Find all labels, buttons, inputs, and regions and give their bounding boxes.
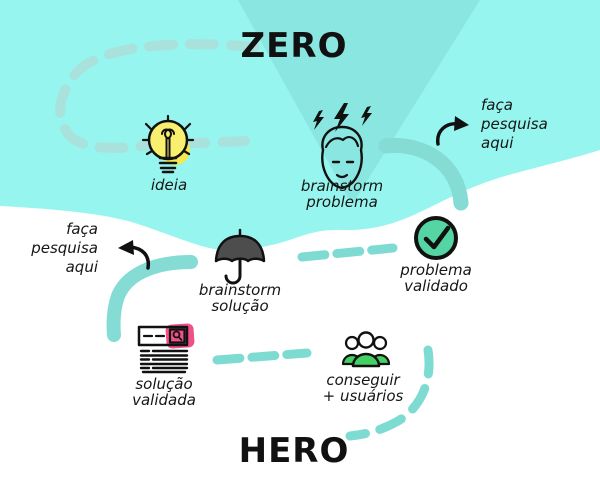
umbrella-icon bbox=[214, 228, 266, 285]
curved-arrow-up-left-icon bbox=[118, 240, 151, 270]
curved-arrow-up-right-icon bbox=[436, 116, 469, 146]
research-stroke-right bbox=[378, 138, 469, 211]
search-results-icon bbox=[137, 323, 195, 374]
dashed-loop-path bbox=[55, 39, 260, 153]
dashed-line-validated-to-solution bbox=[297, 243, 398, 262]
label-solution-validated: solução validada bbox=[132, 375, 196, 409]
dashed-line-solution-to-users bbox=[212, 348, 312, 365]
title-zero: ZERO bbox=[240, 26, 348, 66]
label-problem-validated: problema validado bbox=[400, 261, 472, 295]
label-research-top-right: faça pesquisa aqui bbox=[481, 96, 548, 152]
cyan-background-blob bbox=[0, 0, 600, 251]
check-circle-icon bbox=[414, 216, 458, 260]
lightbulb-icon bbox=[141, 114, 195, 174]
label-get-more-users: conseguir + usuários bbox=[322, 371, 404, 405]
users-group-icon bbox=[341, 331, 391, 368]
label-research-left: faça pesquisa aqui bbox=[31, 220, 98, 276]
label-idea: ideia bbox=[150, 176, 188, 194]
title-hero: HERO bbox=[238, 431, 350, 471]
dashed-curve-to-hero bbox=[345, 345, 434, 441]
label-brainstorm-solution: brainstorm solução bbox=[198, 281, 282, 315]
head-lightning-icon bbox=[313, 103, 372, 190]
research-stroke-left bbox=[106, 255, 198, 342]
funnel-shape bbox=[238, 0, 480, 205]
label-brainstorm-problem: brainstorm problema bbox=[300, 177, 384, 211]
